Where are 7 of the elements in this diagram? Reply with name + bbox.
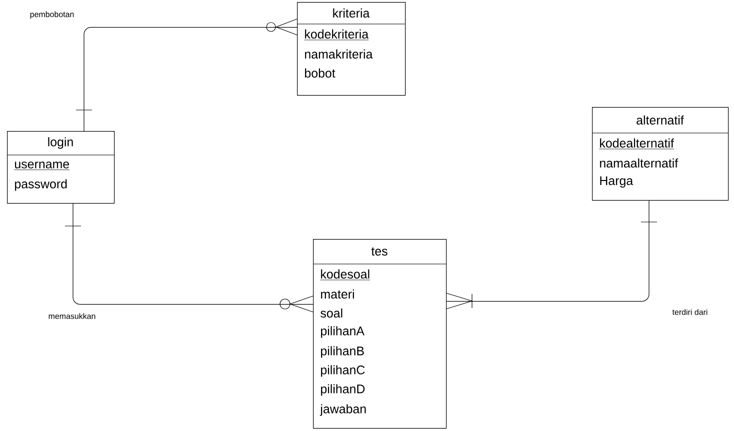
entity-table: kriteria kodekriteria namakriteria bobot: [296, 2, 406, 96]
entity-table: login username password: [6, 131, 115, 204]
relationship-line: [64, 203, 314, 312]
relationship-line: [76, 18, 298, 132]
entity-table: alternatif kodealternatif namaalternatif Harga: [592, 107, 729, 201]
relationship-line: [446, 200, 658, 310]
entity-table: tes kodesoal materi soal pilihanA pilihanB pilihanC pilihanD jawaban: [312, 239, 447, 429]
